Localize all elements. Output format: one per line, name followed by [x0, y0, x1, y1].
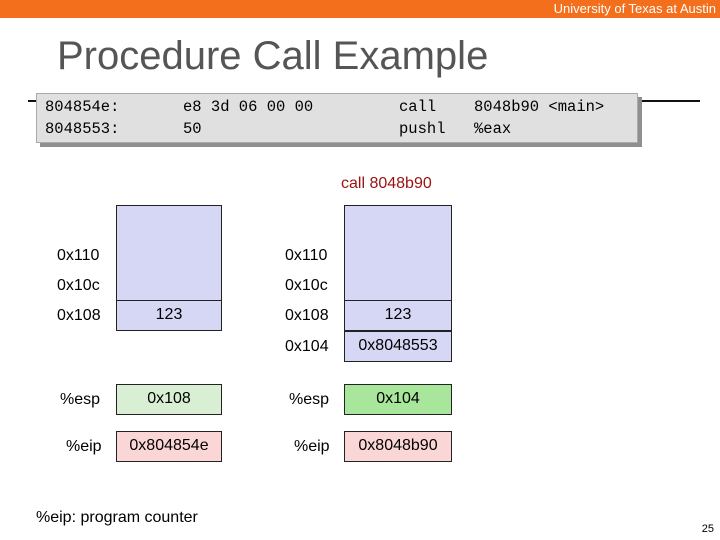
code-line-2-mnemonic: pushl: [399, 120, 446, 138]
eip-register-before: 0x804854e: [116, 431, 222, 462]
address-label: 0x110: [57, 247, 100, 264]
eip-label-after: %eip: [294, 438, 330, 455]
stack-after-body: [344, 205, 452, 302]
stack-before-cell-0x108: 123: [116, 300, 222, 331]
esp-register-before: 0x108: [116, 384, 222, 415]
code-listing: 804854e: e8 3d 06 00 00 call 8048b90 <ma…: [36, 93, 638, 143]
eip-register-after: 0x8048b90: [344, 431, 452, 462]
university-label: University of Texas at Austin: [553, 1, 716, 16]
address-label: 0x10c: [57, 277, 100, 294]
code-line-1-bytes: e8 3d 06 00 00: [183, 98, 314, 116]
stack-after-cell-0x104: 0x8048553: [344, 331, 452, 362]
code-line-1-operand: 8048b90 <main>: [474, 98, 605, 116]
eip-label-before: %eip: [66, 438, 102, 455]
call-caption: call 8048b90: [341, 175, 432, 192]
code-line-2-bytes: 50: [183, 120, 202, 138]
address-label: 0x108: [285, 307, 329, 324]
esp-label-before: %esp: [60, 391, 101, 408]
code-line-2-address: 8048553:: [45, 120, 120, 138]
title-rule-right: [636, 100, 700, 102]
address-label: 0x104: [285, 338, 329, 355]
address-label: 0x110: [285, 247, 328, 264]
address-label: 0x108: [57, 307, 101, 324]
header-bar: University of Texas at Austin: [0, 0, 720, 18]
code-line-1-address: 804854e:: [45, 98, 120, 116]
slide-title: Procedure Call Example: [57, 34, 489, 78]
page-number: 25: [701, 523, 714, 535]
esp-register-after: 0x104: [344, 384, 452, 415]
address-label: 0x10c: [285, 277, 328, 294]
title-rule-left: [28, 100, 36, 102]
code-line-2-operand: %eax: [474, 120, 512, 138]
footnote: %eip: program counter: [36, 509, 198, 526]
stack-before-body: [116, 205, 222, 302]
esp-label-after: %esp: [289, 391, 330, 408]
code-line-1-mnemonic: call: [399, 98, 437, 116]
stack-after-cell-0x108: 123: [344, 300, 452, 331]
